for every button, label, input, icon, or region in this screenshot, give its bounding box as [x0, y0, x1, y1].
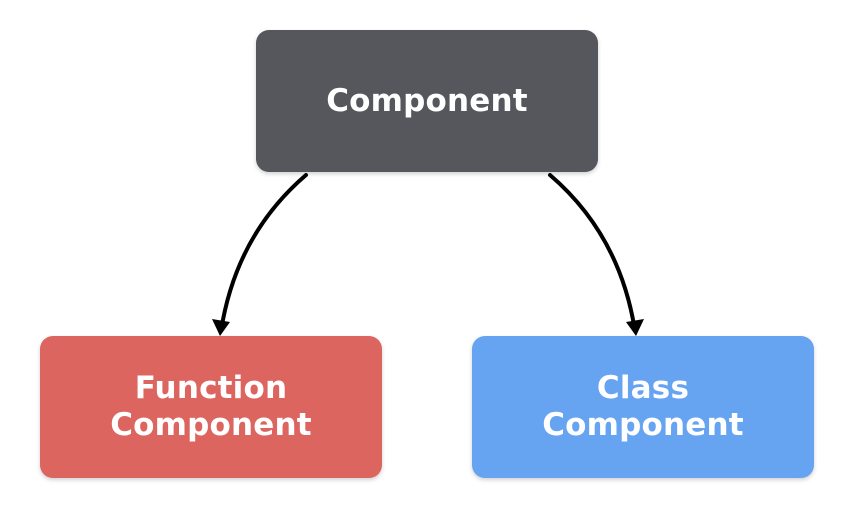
class-component-node: Class Component — [472, 336, 814, 478]
component-node: Component — [256, 30, 598, 172]
class-component-label-line-2: Component — [542, 407, 744, 443]
function-component-node: Function Component — [40, 336, 382, 478]
edge-component-to-function-component — [219, 173, 308, 333]
function-component-label-line-1: Function — [134, 370, 288, 406]
component-node-label: Component — [326, 82, 528, 119]
function-component-label-line-2: Component — [110, 407, 312, 443]
arrowhead-class-component — [626, 319, 644, 336]
class-component-label-line-1: Class — [596, 370, 690, 406]
arrowhead-function-component — [212, 319, 230, 336]
edge-component-to-class-component — [548, 173, 637, 333]
